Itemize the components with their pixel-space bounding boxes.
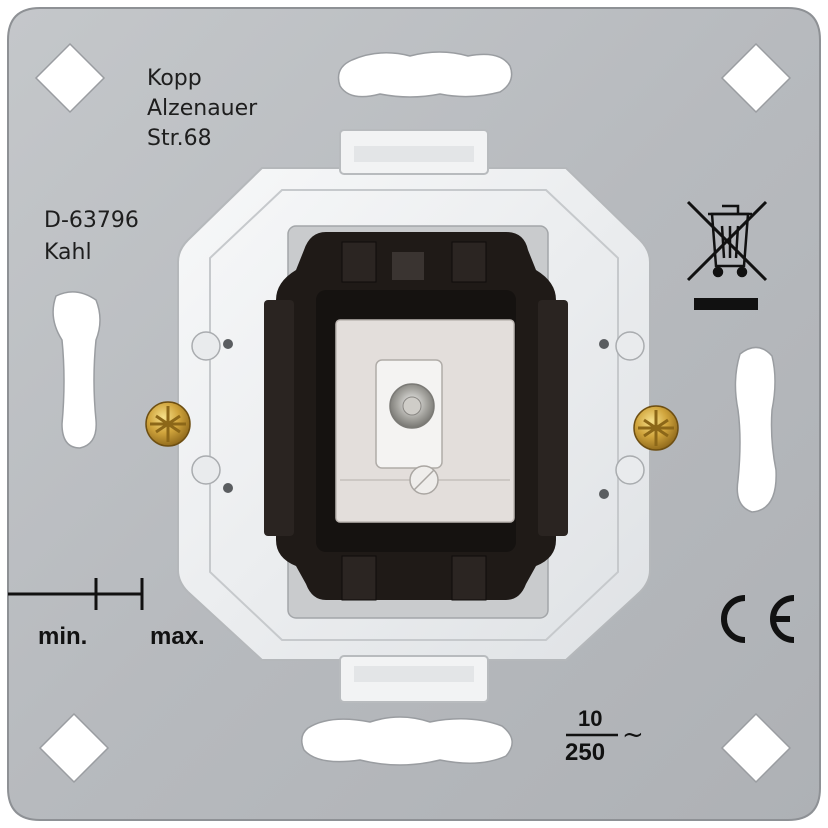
frame-lug-rb (615, 455, 645, 485)
frame-lug-lt (191, 331, 221, 361)
manufacturer-name: Kopp (147, 66, 202, 91)
screw-right (633, 405, 679, 451)
slot-bottom (301, 716, 513, 766)
scale-min-label: min. (38, 623, 88, 650)
corner-cutout-tr (720, 42, 792, 114)
corner-cutout-bl (38, 712, 110, 784)
rating-current: 10 (578, 706, 603, 731)
rating-voltage: 250 (565, 739, 606, 766)
ce-mark (721, 595, 795, 643)
screw-left (145, 401, 191, 447)
weee-bar (694, 298, 758, 310)
crossed-out-wheelie-bin-icon (686, 200, 768, 282)
scale-line (8, 578, 144, 610)
manufacturer-postcode: D-63796 (44, 208, 139, 233)
frame-lug-rt (615, 331, 645, 361)
manufacturer-number: Str.68 (147, 126, 212, 151)
frame-lug-lb (191, 455, 221, 485)
corner-cutout-tl (34, 42, 106, 114)
slot-right (734, 346, 777, 513)
corner-cutout-br (720, 712, 792, 784)
slot-top (337, 51, 513, 98)
rating-ac-symbol: ~ (622, 720, 644, 750)
manufacturer-city: Kahl (44, 240, 92, 265)
manufacturer-street: Alzenauer (147, 96, 258, 121)
slot-left (52, 291, 101, 449)
scale-max-label: max. (150, 623, 205, 650)
